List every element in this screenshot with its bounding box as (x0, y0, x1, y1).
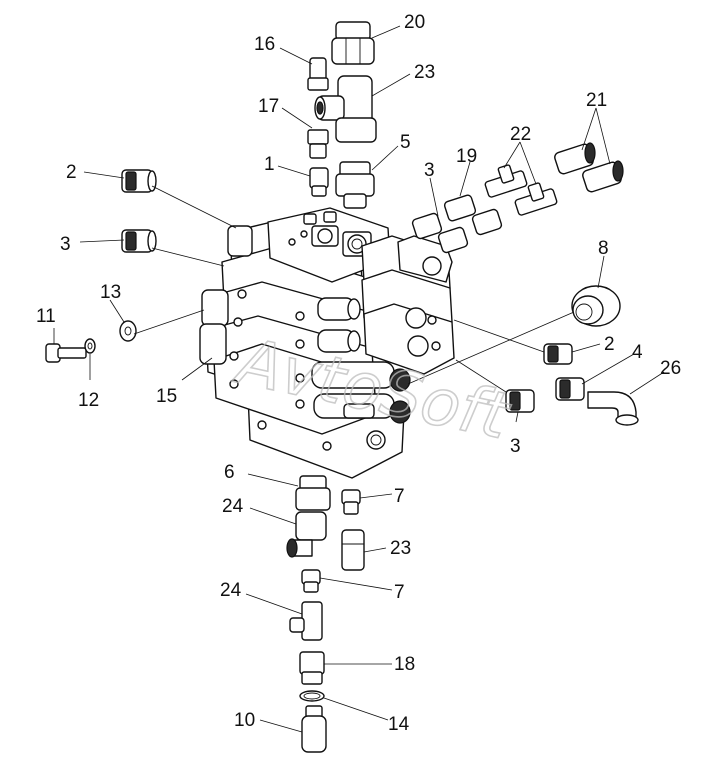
part-nut-20 (331, 21, 375, 65)
part-fitting-2-right (543, 343, 573, 365)
part-plug-8 (571, 285, 621, 327)
part-sensor-10 (301, 705, 327, 753)
callout-24-lower: 24 (220, 580, 242, 601)
part-bolt-11 (45, 343, 87, 363)
part-tee-23-top (314, 75, 377, 143)
callout-10: 10 (234, 710, 255, 731)
part-fitting-3-right-upper (411, 212, 469, 254)
part-tee-24-lower (289, 601, 323, 641)
callout-18: 18 (394, 654, 415, 675)
callout-14: 14 (388, 714, 410, 735)
valve-block-assembly (199, 207, 455, 479)
callout-4: 4 (632, 342, 643, 363)
callout-20: 20 (404, 12, 425, 33)
part-fitting-3-right-lower (505, 389, 535, 413)
part-fitting-23-lower (341, 529, 365, 571)
callout-23-top: 23 (414, 62, 435, 83)
callout-2-left: 2 (66, 162, 77, 183)
part-fitting-18 (299, 651, 325, 685)
callout-1: 1 (264, 154, 275, 175)
part-fitting-19 (443, 194, 503, 236)
part-fitting-5 (335, 161, 375, 209)
callout-24-upper: 24 (222, 496, 244, 517)
part-fitting-6 (295, 475, 331, 511)
part-fitting-17 (307, 129, 329, 159)
callout-17: 17 (258, 96, 279, 117)
callout-12: 12 (78, 390, 99, 411)
callout-13: 13 (100, 282, 121, 303)
callout-6: 6 (224, 462, 235, 483)
part-elbow-24-upper (286, 511, 327, 558)
part-washer-12 (84, 338, 96, 354)
callout-8: 8 (598, 238, 609, 259)
callout-23-lower: 23 (390, 538, 411, 559)
part-fitting-4 (555, 377, 585, 401)
part-connector-21 (554, 142, 624, 193)
callout-11: 11 (36, 306, 56, 327)
callout-3-left: 3 (60, 234, 71, 255)
callout-26: 26 (660, 358, 681, 379)
part-fitting-16 (307, 57, 329, 91)
callout-7-upper: 7 (394, 486, 405, 507)
part-washer-13 (119, 320, 137, 342)
callout-3-bottom: 3 (510, 436, 521, 457)
callout-22: 22 (510, 124, 531, 145)
part-fitting-2-left (121, 169, 157, 193)
part-elbow-26 (587, 391, 639, 426)
callout-7-lower: 7 (394, 582, 405, 603)
part-tee-22 (484, 164, 558, 216)
callout-16: 16 (254, 34, 275, 55)
leader-lines (53, 25, 665, 733)
callout-19: 19 (456, 146, 477, 167)
part-fitting-7-lower (301, 569, 321, 593)
part-fitting-3-left (121, 229, 157, 253)
callout-2-right: 2 (604, 334, 615, 355)
part-oring-14 (299, 690, 325, 702)
callout-15: 15 (156, 386, 177, 407)
callout-21: 21 (586, 90, 607, 111)
callout-labels: 20 16 23 17 5 1 2 3 19 22 21 3 8 2 4 26 … (36, 12, 681, 735)
part-fitting-7-upper (341, 489, 361, 515)
callout-5: 5 (400, 132, 411, 153)
callout-3-top: 3 (424, 160, 435, 181)
part-fitting-1 (309, 167, 329, 197)
